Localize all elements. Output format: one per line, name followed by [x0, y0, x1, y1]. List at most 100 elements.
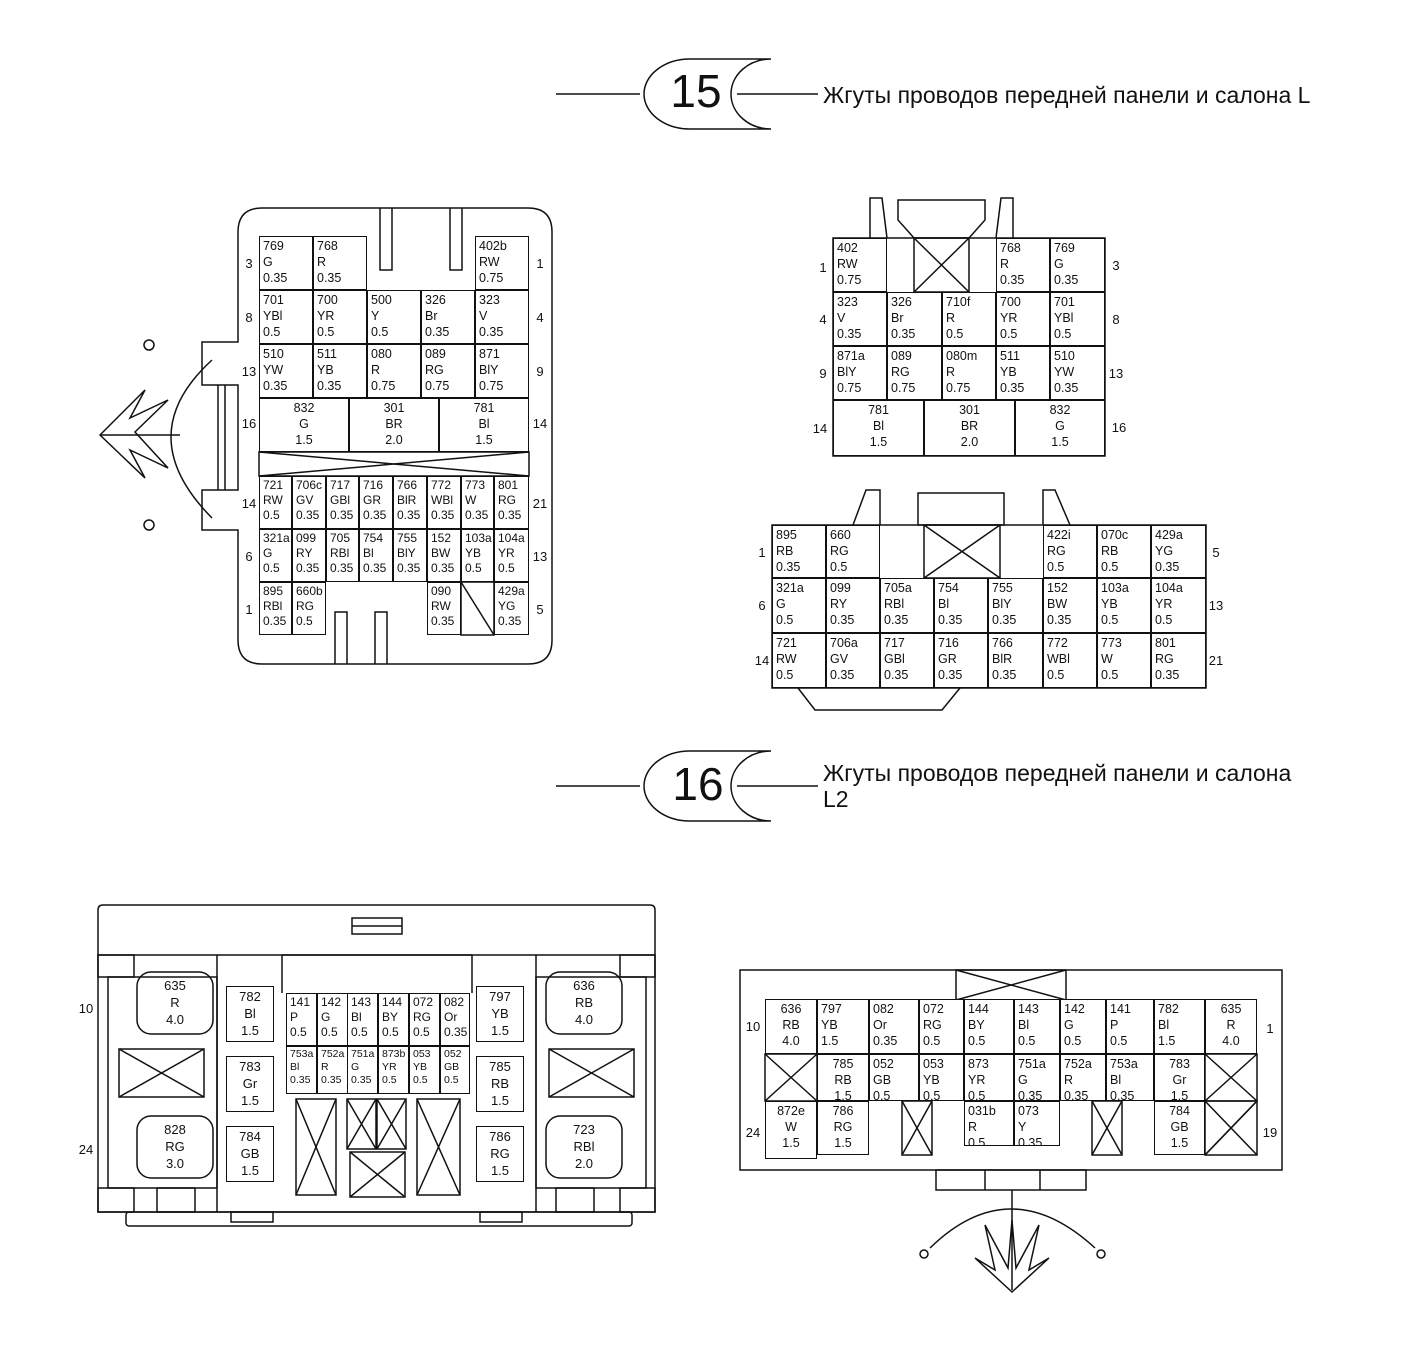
wire-cell: 089 RG 0.75 — [421, 344, 475, 398]
lock-arc-end — [143, 519, 155, 531]
pin-number: 1 — [758, 545, 766, 560]
wire-cell: 143 Bl 0.5 — [1014, 999, 1060, 1054]
wire-cell: 429a YG 0.35 — [494, 582, 529, 635]
wire-cell: 500 Y 0.5 — [367, 290, 421, 344]
key-tab — [869, 197, 888, 239]
wire-cell: 402b RW 0.75 — [475, 236, 529, 290]
wire-cell-text: 089 RG 0.75 — [891, 349, 916, 395]
wire-cell-text: 053 YB 0.5 — [923, 1057, 944, 1101]
wire-cell-text: 141 P 0.5 — [290, 995, 311, 1039]
wire-cell: 511 YB 0.35 — [996, 346, 1050, 400]
connector-16-title-line2: L2 — [823, 786, 849, 812]
wire-cell-text: 144 BY 0.5 — [968, 1002, 989, 1048]
wire-cell-wide: 781 Bl 1.5 — [833, 400, 924, 456]
blank-cavity — [548, 1048, 635, 1098]
wire-cell-text: 755 BlY 0.35 — [992, 581, 1017, 627]
wire-cell-text: 783 Gr 1.5 — [239, 1059, 261, 1108]
wire-cell: 701 YBl 0.5 — [1050, 292, 1105, 346]
wire-cell: 510 YW 0.35 — [259, 344, 313, 398]
wire-cell: 070c RB 0.5 — [1097, 525, 1151, 578]
pin-number: 6 — [245, 549, 253, 564]
pin-number: 8 — [1112, 312, 1120, 327]
wire-cell-text: 832 G 1.5 — [1049, 403, 1071, 449]
wire-cell: 104a YR 0.5 — [494, 529, 529, 582]
lock-arc-end — [919, 1249, 929, 1259]
pin-number: 4 — [819, 312, 827, 327]
wire-cell-text: 754 Bl 0.35 — [363, 531, 387, 575]
wire-cell: 768 R 0.35 — [313, 236, 367, 290]
wire-cell: 052 GB 0.5 — [869, 1054, 919, 1101]
housing-step — [97, 954, 135, 978]
wire-cell: 422i RG 0.5 — [1043, 525, 1097, 578]
wire-cell-text: 716 GR 0.35 — [363, 478, 387, 522]
wire-cell-wide: 301 BR 2.0 — [349, 398, 439, 452]
blank-cavity — [349, 1151, 406, 1198]
wire-cell-text: 768 R 0.35 — [317, 239, 342, 285]
wire-cell: 072 RG 0.5 — [409, 993, 440, 1046]
wire-cell: 103a YB 0.5 — [461, 529, 494, 582]
wire-cell: 710f R 0.5 — [942, 292, 996, 346]
wire-cell: 321a G 0.5 — [772, 578, 826, 633]
lock-arrow-head — [98, 389, 169, 479]
wire-cell-text: 089 RG 0.75 — [425, 347, 450, 393]
wire-cell-text: 801 RG 0.35 — [1155, 636, 1180, 682]
wire-cell: 786 RG 1.5 — [817, 1101, 869, 1155]
wire-cell-text: 753a Bl 0.35 — [1110, 1057, 1138, 1101]
wire-cell-text: 753a Bl 0.35 — [290, 1048, 314, 1086]
pin-number: 14 — [754, 653, 770, 668]
housing-clip — [479, 1211, 523, 1223]
connector-15-left-housing — [201, 207, 553, 665]
pin-number: 8 — [245, 310, 253, 325]
wire-cell-text: 751a G 0.35 — [1018, 1057, 1046, 1101]
pin-number: 5 — [1212, 545, 1220, 560]
pin-number: 9 — [536, 364, 544, 379]
blank-cavity — [295, 1098, 337, 1196]
wire-cell-text: 772 WBl 0.5 — [1047, 636, 1070, 682]
wire-cell: 717 GBl 0.35 — [326, 476, 359, 529]
blank-cavity-cross — [346, 1098, 377, 1150]
wire-cell: 072 RG 0.5 — [919, 999, 964, 1054]
wire-cell: 052 GB 0.5 — [440, 1046, 470, 1094]
wire-cell-text: 402 RW 0.75 — [837, 241, 862, 287]
wire-cell: 104a YR 0.5 — [1151, 578, 1206, 633]
wire-cell: 053 YB 0.5 — [409, 1046, 440, 1094]
wire-cell: 152 BW 0.35 — [427, 529, 461, 582]
pin-number: 16 — [241, 416, 257, 431]
pin-number: 10 — [745, 1019, 761, 1034]
blank-cavity-cross — [923, 524, 1001, 579]
wire-cell: 797 YB 1.5 — [476, 986, 524, 1042]
wire-cell-text: 755 BlY 0.35 — [397, 531, 421, 575]
wire-cell: 801 RG 0.35 — [494, 476, 529, 529]
wire-cell-text: 103a YB 0.5 — [1101, 581, 1129, 627]
wire-cell-text: 785 RB 1.5 — [832, 1057, 854, 1101]
wire-cell: 326 Br 0.35 — [421, 290, 475, 344]
wire-cell: 783 Gr 1.5 — [1154, 1054, 1205, 1101]
wire-cell: 772 WBl 0.5 — [1043, 633, 1097, 688]
wire-cell-wide: 781 Bl 1.5 — [439, 398, 529, 452]
wire-cell: 635 R 4.0 — [1205, 999, 1257, 1054]
wire-cell-text: 721 RW 0.5 — [263, 478, 284, 522]
big-terminal-cell: 635 R 4.0 — [147, 976, 203, 1032]
wire-cell: 785 RB 1.5 — [817, 1054, 869, 1101]
wire-cell-wide: 301 BR 2.0 — [924, 400, 1015, 456]
pin-number: 1 — [245, 602, 253, 617]
wire-cell: 143 Bl 0.5 — [347, 993, 378, 1046]
wire-cell-text: 710f R 0.5 — [946, 295, 971, 341]
wire-cell-text: 080m R 0.75 — [946, 349, 978, 395]
wire-cell: 700 YR 0.5 — [313, 290, 367, 344]
wire-cell: 323 V 0.35 — [475, 290, 529, 344]
wire-cell: 752a R 0.35 — [317, 1046, 348, 1094]
wire-cell: 402 RW 0.75 — [833, 238, 887, 292]
blank-cavity — [346, 1098, 377, 1150]
connector-15-title: Жгуты проводов передней панели и салона … — [823, 82, 1311, 108]
wire-cell-text: 717 GBl 0.35 — [884, 636, 909, 682]
wire-cell: 082 Or 0.35 — [869, 999, 919, 1054]
pin-number: 14 — [241, 496, 257, 511]
wire-cell: 895 RBl 0.35 — [259, 582, 292, 635]
wire-cell: 782 Bl 1.5 — [1154, 999, 1205, 1054]
wire-cell-text: 099 RY 0.35 — [296, 531, 320, 575]
key-slot — [374, 611, 388, 664]
wire-cell-text: 072 RG 0.5 — [413, 995, 434, 1039]
wire-cell-text: 773 W 0.5 — [1101, 636, 1122, 682]
wire-cell-text: 510 YW 0.35 — [263, 347, 288, 393]
